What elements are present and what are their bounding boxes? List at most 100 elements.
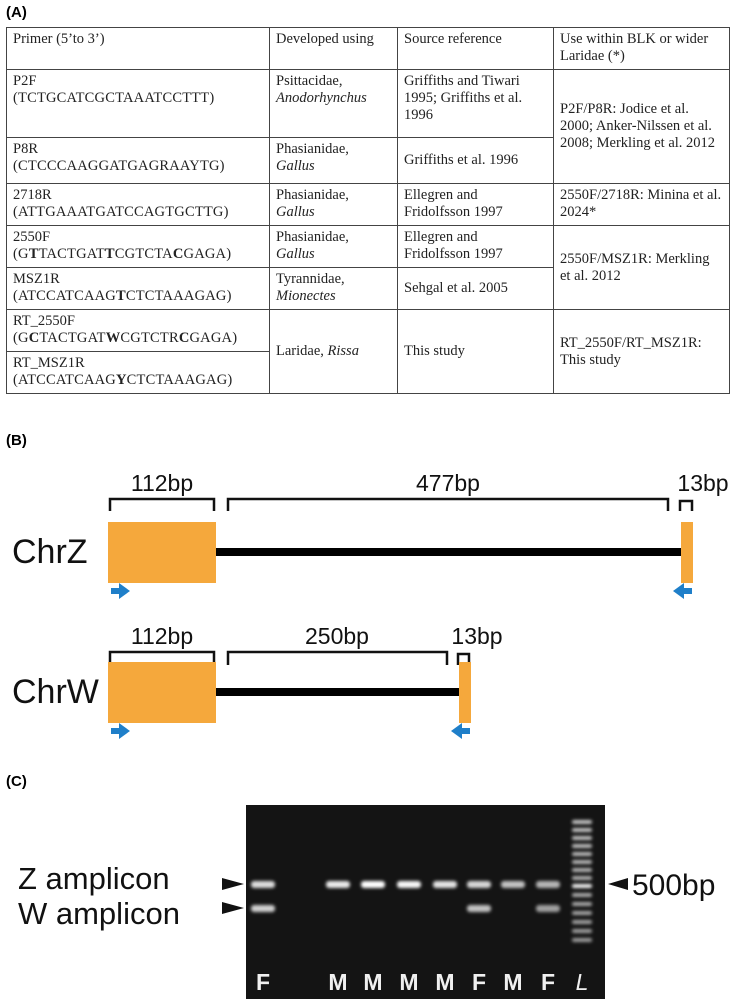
primer-cell: P8R(CTCCCAAGGATGAGRAAYTG) (6, 137, 270, 184)
lane-label: M (435, 969, 454, 995)
z-seg2-label: 477bp (416, 470, 480, 496)
w-band (467, 905, 491, 912)
z-bracket-112 (108, 497, 216, 511)
source-cell: Sehgal et al. 2005 (397, 267, 554, 310)
w-seg1-label: 112bp (131, 623, 193, 649)
lane-label: M (363, 969, 382, 995)
ladder-band (572, 868, 592, 872)
lane-label: F (256, 969, 270, 995)
table-row: RT_MSZ1R(ATCCATCAAGYCTCTAAAGAG) (6, 351, 730, 394)
z-band (397, 881, 421, 888)
developed-cell: Laridae, Rissa (269, 309, 398, 394)
source-cell: This study (397, 309, 554, 394)
z-bracket-13 (678, 499, 694, 511)
lane-label: M (399, 969, 418, 995)
ladder-band (572, 828, 592, 832)
z-band (433, 881, 457, 888)
developed-cell: Phasianidae,Gallus (269, 137, 398, 184)
z-band (361, 881, 385, 888)
lane-label: F (472, 969, 486, 995)
z-exon-1 (108, 522, 216, 583)
primer-cell: 2550F(GTTACTGATTCGTCTACGAGA) (6, 225, 270, 268)
z-band (467, 881, 491, 888)
developed-cell: Psittacidae,Anodorhynchus (269, 69, 398, 138)
gel-image (246, 805, 605, 999)
table-header-row: Primer (5’to 3’) Developed using Source … (6, 27, 730, 70)
ladder-band (572, 929, 592, 933)
z-reverse-primer-arrow (673, 583, 692, 599)
table-row: RT_2550F(GCTACTGATWCGTCTRCGAGA) Laridae,… (6, 309, 730, 394)
header-developed: Developed using (269, 27, 398, 70)
use-cell: 2550F/MSZ1R: Merkling et al. 2012 (553, 225, 730, 310)
use-cell: 2550F/2718R: Minina et al. 2024* (553, 183, 730, 226)
table-row: 2718R(ATTGAAATGATCCAGTGCTTG) Phasianidae… (6, 183, 730, 226)
primer-cell: RT_MSZ1R(ATCCATCAAGYCTCTAAAGAG) (6, 351, 270, 394)
developed-cell: Phasianidae,Gallus (269, 183, 398, 226)
ladder-band (572, 820, 592, 824)
source-cell: Ellegren and Fridolfsson 1997 (397, 225, 554, 268)
marker-500bp-label: 500bp (632, 869, 715, 902)
z-band (326, 881, 350, 888)
primer-cell: P2F(TCTGCATCGCTAAATCCTTT) (6, 69, 270, 138)
use-cell: P2F/P8R: Jodice et al. 2000; Anker-Nilss… (553, 69, 730, 184)
w-seg2-label: 250bp (305, 623, 369, 649)
ladder-band (572, 852, 592, 856)
ladder-band (572, 938, 592, 942)
ladder-band (572, 911, 592, 915)
w-band (251, 905, 275, 912)
use-cell: RT_2550F/RT_MSZ1R: This study (553, 309, 730, 394)
w-seg3-label: 13bp (451, 623, 502, 649)
source-cell: Ellegren and Fridolfsson 1997 (397, 183, 554, 226)
z-band (536, 881, 560, 888)
lane-label: M (503, 969, 522, 995)
primer-table: Primer (5’to 3’) Developed using Source … (6, 27, 730, 394)
z-seg1-label: 112bp (131, 470, 193, 496)
ladder-band (572, 893, 592, 897)
panel-c-label: (C) (6, 773, 27, 790)
developed-cell: Tyrannidae,Mionectes (269, 267, 398, 310)
z-bracket-477 (226, 497, 670, 511)
lane-label: F (541, 969, 555, 995)
ladder-band (572, 884, 592, 888)
w-amplicon-label: W amplicon (18, 896, 180, 931)
ladder-band (572, 920, 592, 924)
w-bracket-250 (226, 650, 449, 665)
primer-cell: MSZ1R(ATCCATCAAGTCTCTAAAGAG) (6, 267, 270, 310)
panel-a-label: (A) (6, 4, 27, 21)
w-exon-1 (108, 662, 216, 723)
w-amplicon-arrow (222, 902, 244, 914)
ladder-band (572, 860, 592, 864)
z-band (251, 881, 275, 888)
table-row: P8R(CTCCCAAGGATGAGRAAYTG) Phasianidae,Ga… (6, 137, 730, 184)
chrw-label: ChrW (12, 673, 99, 711)
w-bracket-13 (456, 652, 471, 665)
z-amplicon-arrow (222, 878, 244, 890)
header-primer: Primer (5’to 3’) (6, 27, 270, 70)
panel-b-label: (B) (6, 432, 27, 449)
z-exon-2 (681, 522, 693, 583)
table-row: MSZ1R(ATCCATCAAGTCTCTAAAGAG) Tyrannidae,… (6, 267, 730, 310)
gene-structure-diagram: 112bp 477bp 13bp ChrZ 112bp 250bp 13bp C… (12, 470, 729, 739)
lane-label: L (576, 969, 589, 995)
w-exon-2 (459, 662, 471, 723)
header-use: Use within BLK or wider Laridae (*) (553, 27, 730, 70)
ladder-band (572, 836, 592, 840)
lane-label: M (328, 969, 347, 995)
z-seg3-label: 13bp (677, 470, 728, 496)
ladder-band (572, 902, 592, 906)
marker-arrow (608, 878, 628, 890)
primer-cell: 2718R(ATTGAAATGATCCAGTGCTTG) (6, 183, 270, 226)
w-band (536, 905, 560, 912)
z-forward-primer-arrow (111, 583, 130, 599)
developed-cell: Phasianidae,Gallus (269, 225, 398, 268)
chrz-label: ChrZ (12, 533, 88, 571)
z-amplicon-label: Z amplicon (18, 861, 170, 896)
source-cell: Griffiths et al. 1996 (397, 137, 554, 184)
table-row: 2550F(GTTACTGATTCGTCTACGAGA) Phasianidae… (6, 225, 730, 310)
ladder-band (572, 844, 592, 848)
z-band (501, 881, 525, 888)
w-forward-primer-arrow (111, 723, 130, 739)
table-row: P2F(TCTGCATCGCTAAATCCTTT) Psittacidae,An… (6, 69, 730, 184)
ladder-band (572, 876, 592, 880)
